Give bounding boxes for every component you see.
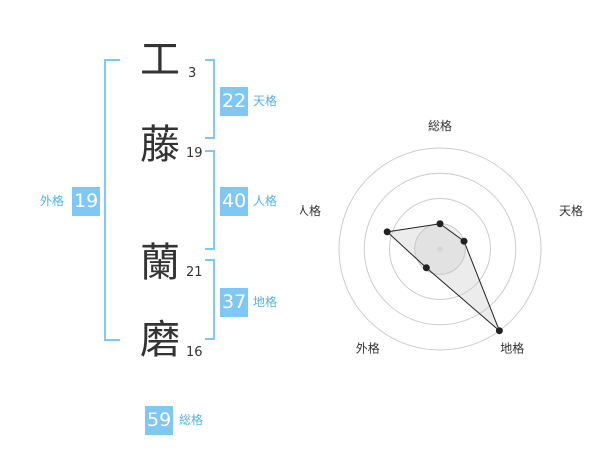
jinkaku-label: 人格 (253, 194, 278, 208)
radar-axis-label-2: 天格 (559, 203, 583, 218)
radar-center-dot (437, 246, 443, 252)
radar-ring-3 (363, 172, 517, 326)
name-char-2: 藤 (140, 122, 180, 168)
jinkaku-value: 40 (220, 187, 249, 216)
tenkaku-value: 22 (220, 87, 249, 116)
stroke-count-2: 19 (186, 146, 203, 161)
radar-point-4 (422, 264, 430, 272)
radar-point-1 (436, 220, 444, 228)
name-char-3: 蘭 (140, 240, 180, 286)
radar-point-3 (495, 327, 503, 335)
chikaku-label: 地格 (253, 295, 278, 309)
stroke-count-1: 3 (188, 66, 197, 81)
soukaku-value: 59 (145, 406, 174, 435)
chikaku-value: 37 (220, 288, 249, 317)
name-char-4: 磨 (140, 317, 180, 363)
stroke-count-4: 16 (186, 345, 203, 360)
radar-point-5 (383, 228, 391, 236)
radar-axis-label-5: 人格 (300, 203, 321, 218)
radar-axis-label-1: 総格 (428, 118, 452, 133)
radar-axis-label-3: 地格 (500, 341, 524, 356)
soukaku-label: 総格 (179, 413, 204, 427)
gaikaku-label: 外格 (40, 194, 65, 208)
radar-ring-2 (389, 198, 491, 300)
radar-point-2 (460, 237, 468, 245)
radar-series-polygon (386, 223, 500, 332)
tenkaku-label: 天格 (253, 94, 278, 108)
radar-axis-label-4: 外格 (356, 341, 380, 356)
stroke-count-3: 21 (186, 265, 203, 280)
name-char-1: 工 (140, 37, 180, 83)
radar-ring-4 (338, 147, 542, 351)
gaikaku-value: 19 (72, 187, 101, 216)
